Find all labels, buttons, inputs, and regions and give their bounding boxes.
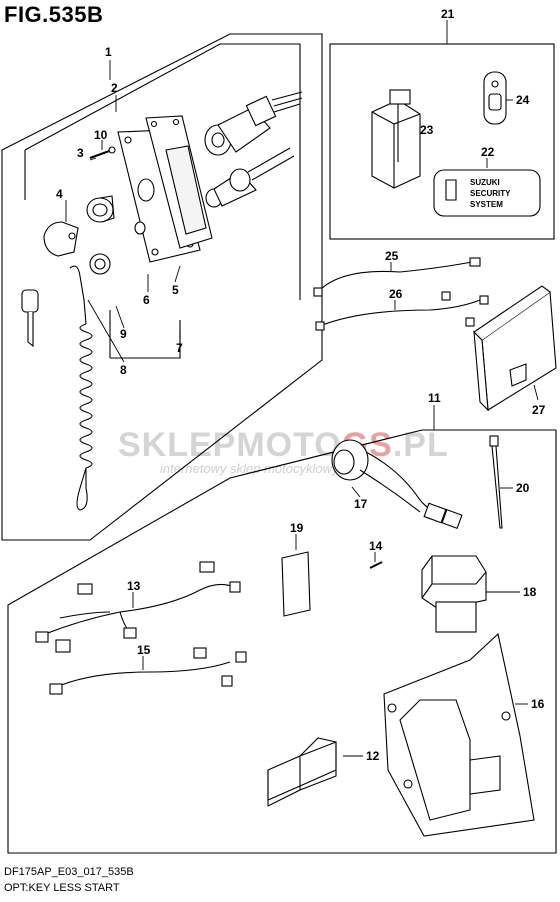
callout-4: 4 [56,187,63,201]
callout-10: 10 [94,128,108,142]
callout-1: 1 [105,45,112,59]
watermark-brand: SKLEPMOTOGS.PL [118,426,449,464]
housing-plate-part-5 [145,115,213,249]
bracket-part-16 [383,632,535,837]
security-badge-text: SUZUKI SECURITY SYSTEM [470,178,511,209]
controller-part-27 [473,285,557,412]
group-1-outline [1,33,323,541]
lanyard-part-8 [69,265,93,511]
figure-title: FIG.535B [4,2,104,27]
callout-11: 11 [428,391,441,405]
knob-part-4 [43,221,79,257]
watermark-tagline: internetowy sklep motocyklowy [160,461,340,476]
holder-part-12 [267,737,337,807]
group-2-outline [24,43,301,300]
callout-26: 26 [389,287,403,301]
callout-22: 22 [481,145,495,159]
callout-18: 18 [523,585,537,599]
callout-2: 2 [111,81,118,95]
key-switch-body [204,91,303,156]
harness-part-15 [49,647,247,695]
footer-caption: OPT:KEY LESS START [4,882,120,894]
group-21-outline [329,43,555,240]
callout-20: 20 [516,481,530,495]
label-part-19 [281,551,311,617]
collar-part-3 [86,195,115,223]
cable-tie-part-20 [489,435,503,529]
footer-code: DF175AP_E03_017_535B [4,866,134,878]
sensor-part-17 [331,439,463,530]
callout-12: 12 [366,749,380,763]
module-part-23 [371,89,421,189]
callout-27: 27 [532,403,546,417]
screw-part-10 [89,146,116,159]
callout-24: 24 [516,93,530,107]
ring-part-9 [89,253,111,275]
callout-19: 19 [290,521,304,535]
callout-17: 17 [354,497,368,511]
leader-lines [65,20,539,757]
stop-switch-body [205,147,295,208]
callout-13: 13 [127,579,141,593]
callouts: 1 2 3 4 5 6 7 8 9 10 11 12 13 14 15 16 1… [56,7,546,763]
callout-8: 8 [120,363,127,377]
callout-6: 6 [143,293,150,307]
callout-7: 7 [176,341,183,355]
callout-16: 16 [531,697,545,711]
callout-5: 5 [172,283,179,297]
harness-part-26 [315,291,489,331]
harness-part-25 [313,257,481,297]
callout-15: 15 [137,643,151,657]
callout-3: 3 [77,146,84,160]
callout-9: 9 [120,327,127,341]
key [21,289,39,348]
callout-21: 21 [441,7,455,21]
screw-part-14 [369,561,383,569]
badge-line-3: SYSTEM [470,200,503,209]
badge-line-2: SECURITY [470,189,511,198]
callout-14: 14 [369,539,383,553]
watermark: SKLEPMOTOGS.PL internetowy sklep motocyk… [118,426,449,476]
group-11-outline [7,429,557,854]
fob-part-24 [483,71,507,125]
harness-part-13 [35,561,241,653]
callout-23: 23 [420,123,434,137]
callout-25: 25 [385,249,399,263]
badge-line-1: SUZUKI [470,178,500,187]
relay-part-18 [421,555,487,633]
badge-part-22 [433,169,541,217]
